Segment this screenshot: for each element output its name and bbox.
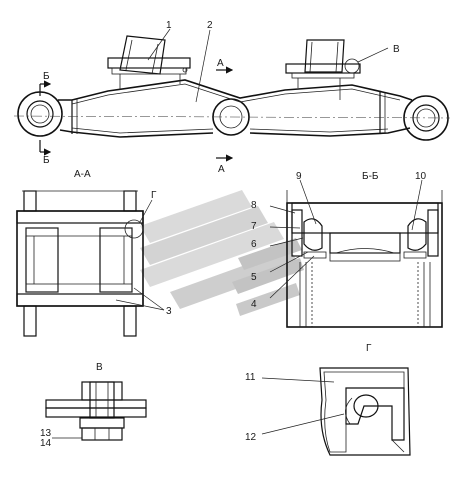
callout-2: 2 (207, 20, 213, 31)
callout-11: 11 (245, 372, 256, 383)
section-aa-title: А-А (74, 169, 91, 180)
main-view: А А Б Б 1 2 В (13, 20, 451, 175)
right-bracket (285, 39, 361, 100)
section-bb: Б-Б 8 7 6 5 4 (251, 171, 443, 328)
view-g: Г 11 12 (245, 343, 411, 456)
marker-g-callout: Г (151, 190, 157, 201)
callout-3: 3 (166, 306, 172, 317)
callout-1: 1 (166, 20, 172, 31)
callout-4: 4 (251, 299, 257, 310)
view-v: В 13 14 (40, 362, 147, 449)
view-v-title: В (96, 362, 103, 373)
callout-9: 9 (296, 171, 302, 182)
marker-v-callout: В (393, 44, 400, 55)
callout-5: 5 (251, 272, 257, 283)
watermark-logo (140, 190, 304, 316)
marker-b-top: Б (43, 71, 50, 82)
left-bracket (107, 35, 191, 90)
marker-a-bottom: А (218, 164, 225, 175)
callout-12: 12 (245, 432, 257, 443)
callout-6: 6 (251, 239, 257, 250)
section-aa: А-А Г 3 (16, 169, 172, 337)
view-g-title: Г (366, 343, 372, 354)
callout-8: 8 (251, 200, 257, 211)
callout-10: 10 (415, 171, 427, 182)
marker-b-bottom: Б (43, 155, 50, 166)
section-bb-title: Б-Б (362, 171, 379, 182)
callout-13: 13 (40, 428, 52, 439)
callout-14: 14 (40, 438, 52, 449)
marker-a-top: А (217, 58, 224, 69)
callout-7: 7 (251, 221, 257, 232)
